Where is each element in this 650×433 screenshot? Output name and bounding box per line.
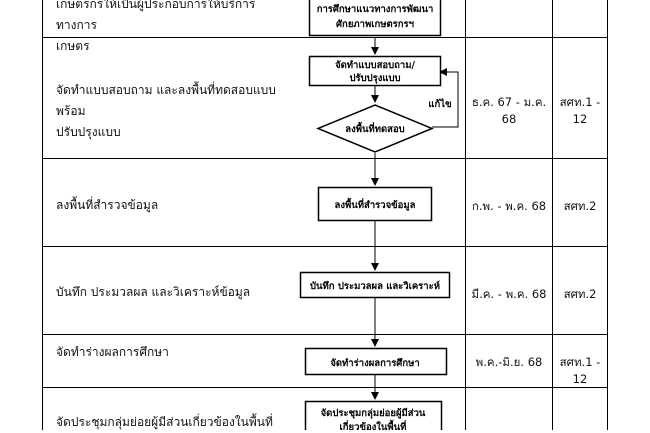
step-draft-results-label: จัดทำร่างผลการศึกษา: [330, 357, 419, 369]
activity-6-line1: จัดประชุมกลุ่มย่อยผู้มีส่วนเกี่ยวข้องในพ…: [56, 415, 273, 429]
step-top-line1: การศึกษาแนวทางการพัฒนา: [317, 3, 434, 15]
step-process-analyze-label: บันทึก ประมวลผล และวิเคราะห์: [310, 280, 440, 292]
activity-3-line1: ลงพื้นที่สำรวจข้อมูล: [56, 198, 159, 212]
loop-edit-label: แก้ไข: [428, 98, 451, 110]
step-questionnaire-line2: ปรับปรุงแบบ: [349, 72, 400, 84]
activity-4-line1: บันทึก ประมวลผล และวิเคราะห์ข้อมูล: [56, 285, 251, 299]
decision-field-test: ลงพื้นที่ทดสอบ: [316, 104, 434, 153]
period-5: พ.ค.-มิ.ย. 68: [475, 355, 543, 369]
step-top-cutoff: การศึกษาแนวทางการพัฒนา ศักยภาพเกษตรกรฯ: [308, 0, 442, 37]
step-group-meeting-line1: จัดประชุมกลุ่มย่อยผู้มีส่วน: [321, 407, 426, 420]
responsible-4: สศท.2: [563, 287, 597, 301]
activity-3-description: ลงพื้นที่สำรวจข้อมูล: [56, 195, 158, 216]
activity-5-description: จัดทำร่างผลการศึกษา: [56, 342, 169, 363]
decision-field-test-label: ลงพื้นที่ทดสอบ: [345, 121, 404, 135]
step-survey: ลงพื้นที่สำรวจข้อมูล: [317, 186, 433, 222]
responsible-3: สศท.2: [563, 199, 597, 213]
activity-2-line2: ปรับปรุงแบบ: [56, 125, 121, 139]
step-questionnaire: จัดทำแบบสอบถาม/ ปรับปรุงแบบ: [308, 55, 442, 87]
step-top-line2: ศักยภาพเกษตรกรฯ: [336, 19, 414, 30]
table-grid: [42, 0, 608, 430]
activity-4-description: บันทึก ประมวลผล และวิเคราะห์ข้อมูล: [56, 282, 250, 303]
activity-2-description: จัดทำแบบสอบถาม และลงพื้นที่ทดสอบแบบพร้อม…: [56, 80, 296, 143]
step-group-meeting-line2: เกี่ยวข้องในพื้นที่: [340, 419, 407, 430]
period-3: ก.พ. - พ.ค. 68: [471, 199, 547, 213]
activity-1-line2: เกษตร: [56, 39, 90, 53]
step-draft-results: จัดทำร่างผลการศึกษา: [304, 347, 448, 376]
step-questionnaire-line1: จัดทำแบบสอบถาม/: [335, 60, 415, 71]
activity-5-line1: จัดทำร่างผลการศึกษา: [56, 345, 169, 359]
step-survey-label: ลงพื้นที่สำรวจข้อมูล: [335, 197, 416, 212]
step-group-meeting: จัดประชุมกลุ่มย่อยผู้มีส่วน เกี่ยวข้องใน…: [304, 400, 443, 430]
activity-6-description: จัดประชุมกลุ่มย่อยผู้มีส่วนเกี่ยวข้องในพ…: [56, 412, 273, 433]
activity-2-line1: จัดทำแบบสอบถาม และลงพื้นที่ทดสอบแบบพร้อม: [56, 83, 276, 118]
flow-connectors: [371, 38, 459, 400]
period-2: ธ.ค. 67 - ม.ค. 68: [471, 95, 547, 126]
responsible-5: สศท.1 - 12: [559, 355, 601, 386]
responsible-2: สศท.1 - 12: [559, 95, 601, 126]
step-process-analyze: บันทึก ประมวลผล และวิเคราะห์: [299, 271, 451, 299]
period-4: มี.ค. - พ.ค. 68: [471, 287, 547, 301]
activity-1-description: เกษตรกรให้เป็นผู้ประกอบการให้บริการทางกา…: [56, 0, 271, 57]
activity-1-line1: เกษตรกรให้เป็นผู้ประกอบการให้บริการทางกา…: [56, 0, 256, 32]
